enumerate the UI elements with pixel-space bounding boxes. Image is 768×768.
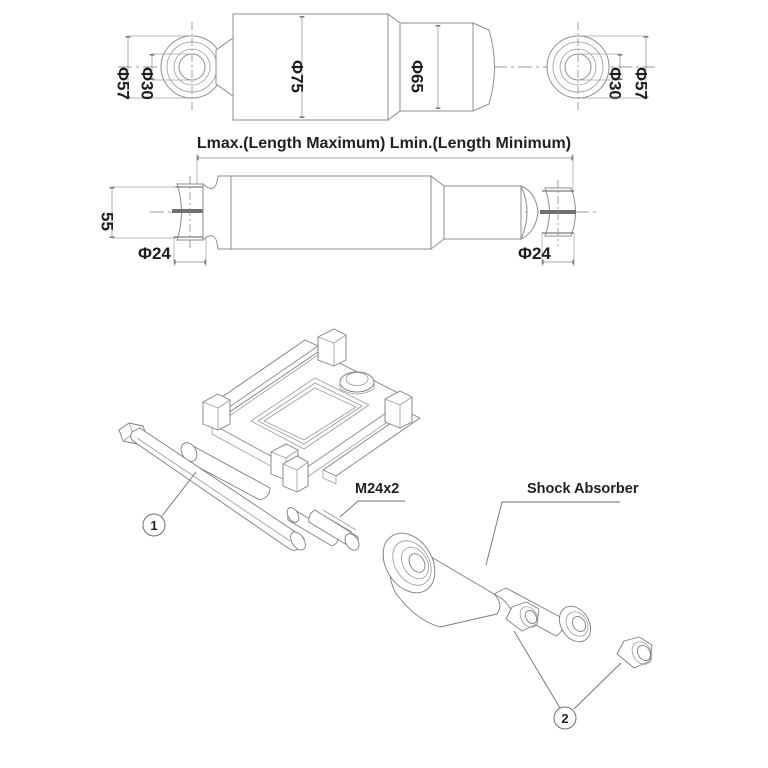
threaded-stud bbox=[286, 507, 360, 551]
left-eye bbox=[161, 22, 223, 112]
shock-absorber-callout: Shock Absorber bbox=[485, 481, 639, 566]
cylinder-body bbox=[400, 23, 473, 111]
left-neck bbox=[216, 38, 233, 96]
loose-hex-nut bbox=[616, 636, 653, 669]
side-view-cylinder bbox=[444, 186, 521, 239]
bracket-lug-right bbox=[384, 390, 413, 429]
shock-absorber-iso bbox=[382, 532, 592, 643]
balloon-2-circle bbox=[553, 706, 577, 730]
dimension-label-55: 55 bbox=[98, 212, 117, 231]
dimension-label-phi30-left: Φ30 bbox=[138, 67, 157, 100]
dimension-phi57-left: Φ57 bbox=[114, 35, 196, 100]
mounting-bracket bbox=[202, 328, 421, 493]
balloon-1: 1 bbox=[142, 471, 197, 537]
side-view-end-cap bbox=[521, 186, 538, 239]
shock-upper-eye bbox=[382, 532, 436, 594]
bracket-lug-bottom-2 bbox=[282, 455, 309, 493]
m24-callout: M24x2 bbox=[339, 481, 405, 518]
dimension-phi65: Φ65 bbox=[408, 25, 441, 109]
cylinder-end-cap bbox=[473, 23, 495, 111]
right-eye bbox=[547, 22, 609, 112]
dimension-label-phi75: Φ75 bbox=[288, 60, 307, 93]
dimension-phi75: Φ75 bbox=[288, 16, 307, 118]
dimension-phi24-left: Φ24 bbox=[138, 236, 207, 266]
mounting-sleeve bbox=[180, 442, 271, 501]
left-body-neck bbox=[203, 176, 231, 249]
dimension-label-phi24-left: Φ24 bbox=[138, 244, 171, 263]
m24-callout-label: M24x2 bbox=[355, 481, 399, 497]
bracket-lug-top bbox=[317, 328, 347, 367]
bracket-lug-left bbox=[202, 393, 231, 431]
top-view: Φ57 Φ30 Φ75 Φ65 bbox=[114, 14, 655, 120]
dimension-phi30-left: Φ30 bbox=[138, 53, 196, 100]
shock-hex-nut-fitted bbox=[505, 601, 540, 632]
dimension-label-phi30-right: Φ30 bbox=[606, 67, 625, 100]
shock-absorber-callout-label: Shock Absorber bbox=[527, 481, 639, 497]
bolt-tip bbox=[290, 531, 306, 551]
iso-view: M24x2 1 bbox=[118, 328, 653, 730]
side-view: 55 Φ24 Φ24 bbox=[98, 176, 600, 266]
body-taper bbox=[388, 14, 400, 120]
right-bush bbox=[540, 180, 576, 246]
balloon-2-label: 2 bbox=[561, 711, 568, 726]
balloon-1-label: 1 bbox=[150, 518, 157, 533]
dimension-phi30-right: Φ30 bbox=[578, 53, 625, 100]
length-note: Lmax.(Length Maximum) Lmin.(Length Minim… bbox=[197, 135, 571, 152]
shock-lower-eye bbox=[558, 605, 592, 643]
dimension-phi57-right: Φ57 bbox=[582, 35, 651, 100]
reservoir-body bbox=[233, 14, 388, 120]
side-view-taper bbox=[431, 176, 444, 249]
through-bolt bbox=[118, 422, 306, 551]
dimension-label-phi57-left: Φ57 bbox=[114, 67, 133, 100]
dimension-55: 55 bbox=[98, 186, 176, 239]
dimension-label-phi65: Φ65 bbox=[408, 60, 427, 93]
balloon-1-circle bbox=[142, 513, 166, 537]
dimension-phi24-right: Φ24 bbox=[518, 233, 575, 266]
dimension-label-phi57-right: Φ57 bbox=[632, 67, 651, 100]
side-view-main-body bbox=[231, 176, 431, 249]
dimension-label-phi24-right: Φ24 bbox=[518, 244, 551, 263]
balloon-2: 2 bbox=[513, 630, 622, 730]
